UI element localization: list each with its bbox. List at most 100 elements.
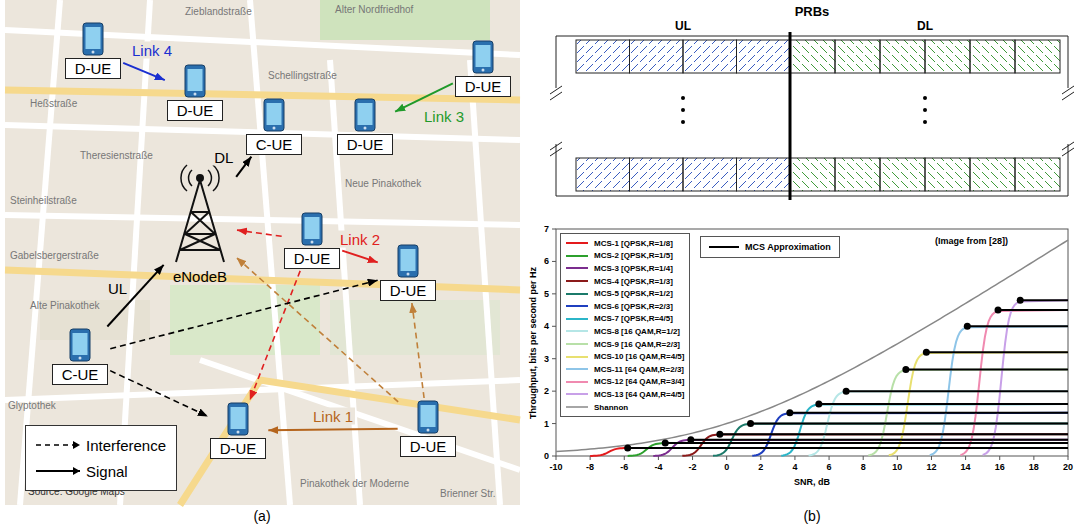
- y-tick: [552, 423, 556, 424]
- axis-title: SNR, dB: [794, 477, 830, 488]
- device-label: D-UE: [65, 58, 122, 79]
- icon-part: [264, 99, 284, 131]
- street-name: Zieblandstraße: [185, 6, 252, 18]
- street-name: Gabelsbergerstraße: [10, 250, 99, 262]
- mcs-approximation-line: [906, 368, 1068, 370]
- icon-part: [566, 381, 588, 383]
- legend-line-sample: [566, 301, 588, 311]
- mcs-threshold-dot: [624, 444, 631, 451]
- legend-entry: MCS-8 [16 QAM,R=1/2]: [566, 325, 684, 338]
- x-tick: [829, 456, 830, 460]
- mcs-threshold-dot: [687, 436, 694, 443]
- legend-line-sample: [709, 242, 739, 252]
- base-station-tower: [176, 165, 224, 262]
- prb-cell: [683, 40, 737, 73]
- prb-cell: [737, 40, 791, 73]
- phone-icon: [184, 64, 206, 98]
- user-device: D-UE: [337, 98, 394, 155]
- mcs-threshold-dot: [923, 349, 930, 356]
- legend-text: Interference: [86, 437, 166, 454]
- legend-text: MCS-13 [64 QAM,R=4/5]: [594, 390, 684, 399]
- prb-grid: [550, 32, 1074, 200]
- legend-entry: Shannon: [566, 401, 684, 414]
- icon-part: [304, 217, 319, 239]
- legend-entry: MCS-3 [QPSK,R=1/4]: [566, 262, 684, 275]
- icon-part: [187, 69, 202, 91]
- tick-label: 6: [544, 256, 549, 267]
- interference-arrow: [412, 303, 424, 398]
- x-tick: [999, 456, 1000, 460]
- drawn-shape: [197, 175, 203, 181]
- tick-label: 7: [544, 224, 549, 235]
- tick-label: 16: [995, 462, 1005, 473]
- street-name: Theresienstraße: [80, 150, 153, 162]
- x-tick: [863, 456, 864, 460]
- icon-part: [91, 51, 94, 54]
- icon-part: [566, 318, 588, 320]
- y-tick: [552, 229, 556, 230]
- legend-entry: MCS-13 [64 QAM,R=4/5]: [566, 388, 684, 401]
- phone-icon: [69, 328, 91, 362]
- tick-label: 0: [544, 451, 549, 462]
- prb-cell: [880, 40, 925, 73]
- tick-label: 12: [926, 462, 936, 473]
- mcs-threshold-dot: [995, 307, 1002, 314]
- source-note: (Image from [28]): [935, 236, 1008, 247]
- x-tick: [760, 456, 761, 460]
- legend-entry: MCS-9 [16 QAM,R=2/3]: [566, 338, 684, 351]
- drawn-shape: [320, 0, 490, 40]
- ellipsis-dot: [681, 108, 685, 112]
- drawn-shape: [5, 0, 520, 505]
- street-name: Brienner Str.: [440, 488, 496, 500]
- icon-part: [566, 356, 588, 358]
- device-label: D-UE: [284, 248, 341, 269]
- legend-entry: MCS-12 [64 QAM,R=3/4]: [566, 376, 684, 389]
- prb-heading: PRBs: [795, 4, 830, 20]
- signal-arrow: [342, 251, 378, 263]
- icon-part: [363, 127, 366, 130]
- drawn-shape: [170, 285, 320, 355]
- prb-frame-line: [550, 92, 562, 100]
- device-label: D-UE: [400, 436, 457, 457]
- legend-text: MCS-4 [QPSK,R=1/3]: [594, 277, 673, 286]
- icon-part: [426, 429, 429, 432]
- prb-cell: [880, 158, 925, 191]
- mcs-approximation-line: [1020, 299, 1068, 301]
- icon-part: [72, 333, 87, 355]
- legend-entry: MCS-1 [QPSK,R=1/8]: [566, 237, 684, 250]
- user-device: D-UE: [400, 400, 457, 457]
- legend-text: MCS-5 [QPSK,R=1/2]: [594, 289, 673, 298]
- mcs-threshold-dot: [1017, 297, 1024, 304]
- link-label: UL: [106, 279, 129, 296]
- device-label: D-UE: [455, 76, 512, 97]
- legend-text: MCS Approximation: [745, 242, 831, 252]
- phone-icon: [472, 40, 494, 74]
- prb-frame-line: [556, 196, 1068, 197]
- icon-part: [266, 103, 281, 125]
- signal-arrow: [268, 429, 397, 430]
- interference-arrow: [110, 280, 377, 348]
- icon-part: [302, 213, 322, 245]
- throughput-chart: [552, 229, 1068, 460]
- station-label: eNodeB: [171, 268, 229, 285]
- x-tick: [658, 456, 659, 460]
- icon-part: [566, 368, 588, 370]
- legend-line-sample: [566, 402, 588, 412]
- drawn-shape: [5, 0, 520, 505]
- link-label: Link 2: [338, 230, 382, 247]
- drawn-shape: [5, 215, 520, 225]
- plot-frame: [556, 229, 1068, 456]
- link-label: DL: [212, 148, 235, 165]
- prb-cell: [630, 40, 684, 73]
- ellipsis-dot: [923, 96, 927, 100]
- interference-arrow: [237, 230, 282, 236]
- signal-arrow: [236, 157, 251, 177]
- drawn-shape: [176, 180, 224, 262]
- icon-part: [83, 23, 103, 55]
- legend-box: InterferenceSignal: [25, 425, 177, 491]
- user-device: D-UE: [455, 40, 512, 97]
- prb-cell: [576, 40, 630, 73]
- phone-icon: [263, 98, 285, 132]
- legend-text: MCS-8 [16 QAM,R=1/2]: [594, 327, 680, 336]
- phone-icon: [227, 402, 249, 436]
